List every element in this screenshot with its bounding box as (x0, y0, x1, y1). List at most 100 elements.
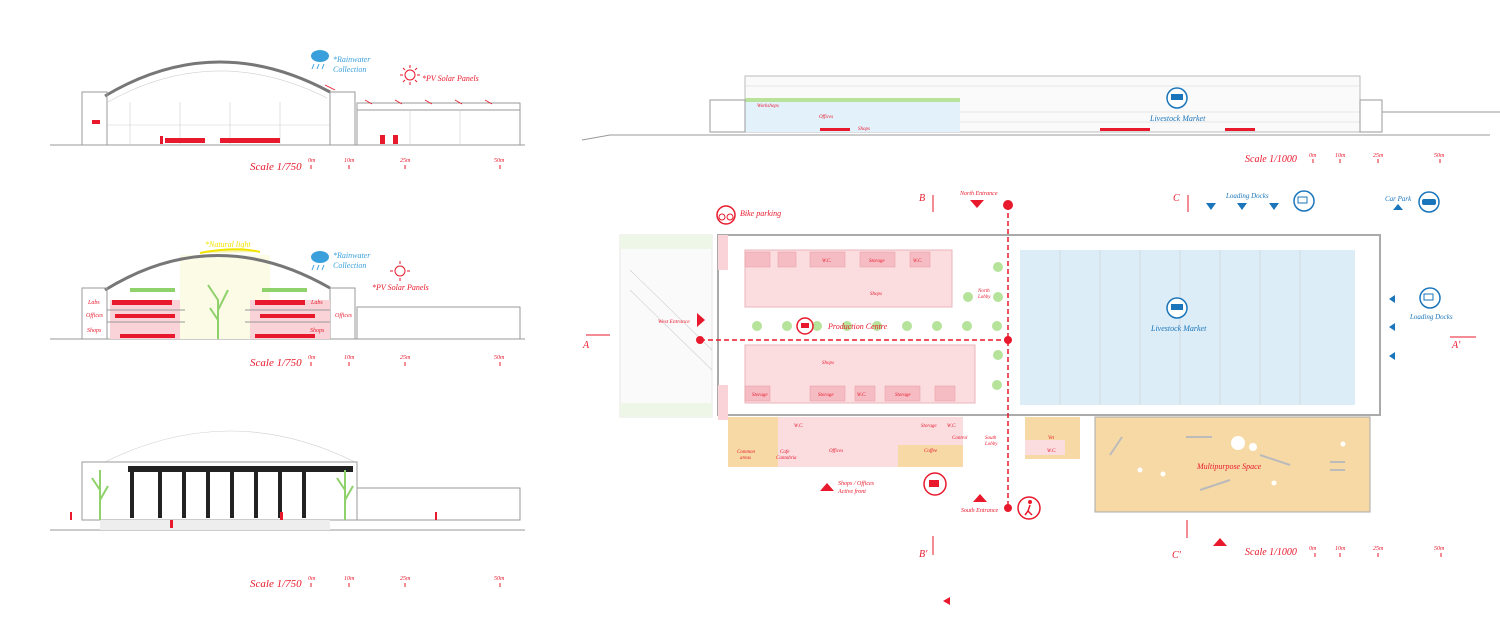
scale-tick: 25m (1373, 546, 1384, 552)
rainwater-label-1: *Rainwater (333, 55, 371, 64)
marker-arrow (943, 597, 950, 605)
pv-label: *PV Solar Panels (422, 74, 479, 83)
bike-parking-label: Bike parking (740, 209, 781, 218)
scale-tick: 50m (494, 355, 505, 361)
car-icon (1418, 191, 1440, 213)
entrance-arrow (1213, 538, 1227, 546)
loading-docks-label-right: Loading Docks (1409, 313, 1453, 321)
south-entrance-label: South Entrance (961, 508, 998, 514)
livestock-market-label: Livestock Market (1150, 324, 1207, 333)
natural-light-label: *Natural light (205, 240, 251, 249)
room-label: Offices (829, 449, 843, 454)
cow-icon (1166, 297, 1188, 319)
scale-tick: 10m (1335, 546, 1346, 552)
room-label: Vet (1048, 436, 1055, 441)
floor-label-shops-right: Shops (310, 328, 325, 334)
room-label: Control (952, 436, 968, 441)
scale-tick: 0m (308, 158, 316, 164)
room-label: Common (737, 450, 756, 455)
bike-icon (716, 205, 736, 225)
elevation: Scale 1/750 0m 10m 25m 50m (50, 430, 525, 590)
scale-tick: 50m (494, 576, 505, 582)
north-lobby-label: North (977, 289, 990, 294)
scale-tick: 25m (400, 576, 411, 582)
production-centre-label: Production Centre (827, 322, 888, 331)
pedestrian-icon (1017, 496, 1041, 520)
floor-label-labs-right: Labs (310, 300, 323, 306)
section-b: *Natural light *Rainwater Collection *PV… (50, 240, 525, 369)
shops-label: Shops (858, 127, 870, 132)
loading-docks-label-top: Loading Docks (1225, 192, 1269, 200)
section-mark-c: C (1173, 193, 1180, 204)
livestock-market-label: Livestock Market (1149, 114, 1206, 123)
floor-label-labs: Labs (87, 300, 100, 306)
offices-label: Offices (819, 115, 833, 120)
truck-icon (1419, 287, 1441, 309)
scale-label: Scale 1/750 (250, 161, 302, 173)
scale-tick: 25m (1373, 153, 1384, 159)
section-mark-b-prime: B' (919, 549, 928, 560)
room-label: Storage (921, 424, 937, 429)
scale-tick: 10m (1335, 153, 1346, 159)
room-label: Cantabria (776, 456, 797, 461)
scale-bar: Scale 1/750 0m 10m 25m 50m (250, 576, 505, 590)
scale-label: Scale 1/1000 (1245, 154, 1297, 165)
scale-tick: 0m (308, 355, 316, 361)
car-park-label: Car Park (1385, 195, 1412, 203)
room-label: Storage (752, 393, 768, 398)
north-entrance-label: North Entrance (959, 191, 998, 197)
south-lobby-label: South (985, 436, 997, 441)
room-label: W.C. (947, 424, 957, 429)
rainwater-label-2: Collection (333, 65, 366, 74)
room-label: areas (740, 456, 751, 461)
rain-cloud-icon (311, 251, 329, 271)
scale-tick: 10m (344, 158, 355, 164)
scale-tick: 0m (1309, 546, 1317, 552)
scale-tick: 50m (494, 158, 505, 164)
scale-tick: 0m (1309, 153, 1317, 159)
north-lobby-label: Lobby (977, 295, 991, 300)
coffee-icon (923, 472, 947, 496)
section-mark-b: B (919, 193, 925, 204)
section-mark-c-prime: C' (1172, 550, 1182, 561)
floor-label-offices-right: Offices (335, 312, 353, 319)
room-label: Coffee (924, 449, 938, 454)
shops-label: Shops (870, 292, 882, 297)
multipurpose-space-label: Multipurpose Space (1196, 462, 1262, 471)
room-label: W.C. (857, 393, 867, 398)
entrance-arrow (973, 494, 987, 502)
section-marks (586, 195, 1476, 555)
south-lobby-label: Lobby (984, 442, 998, 447)
scale-label: Scale 1/750 (250, 578, 302, 590)
floor-label-offices: Offices (86, 312, 104, 319)
scale-label: Scale 1/1000 (1245, 547, 1297, 558)
long-section: Workshops Offices Shops Livestock Market… (581, 75, 1500, 165)
room-label: W.C. (1047, 449, 1057, 454)
room-label: W.C. (794, 424, 804, 429)
floor-plan: A A' B B' C C' North Entrance South Entr… (582, 190, 1476, 605)
entrance-arrow (697, 313, 705, 327)
section-mark-a-prime: A' (1451, 340, 1461, 351)
rainwater-label-2: Collection (333, 261, 366, 270)
cow-icon (1166, 87, 1188, 109)
scale-tick: 50m (1434, 546, 1445, 552)
tree-icons (752, 262, 1003, 390)
active-front-label: Active front (837, 488, 866, 495)
truck-icon (1293, 190, 1315, 212)
loading-dock-arrows (1206, 203, 1403, 360)
scale-bar: Scale 1/750 0m 10m 25m 50m (250, 158, 505, 173)
scale-tick: 10m (344, 576, 355, 582)
scale-tick: 10m (344, 355, 355, 361)
room-label: W.C. (913, 259, 923, 264)
sun-icon (400, 65, 420, 85)
room-label: Storage (818, 393, 834, 398)
sun-icon (390, 261, 410, 281)
section-mark-a: A (582, 340, 590, 351)
workshops-label: Workshops (757, 104, 779, 109)
active-front-arrow (820, 483, 834, 491)
entrance-arrow (970, 200, 984, 208)
room-label: Cafe (780, 450, 790, 455)
pv-label: *PV Solar Panels (372, 283, 429, 292)
scale-tick: 25m (400, 355, 411, 361)
section-a: *Rainwater Collection *PV Solar Panels S… (50, 50, 525, 173)
